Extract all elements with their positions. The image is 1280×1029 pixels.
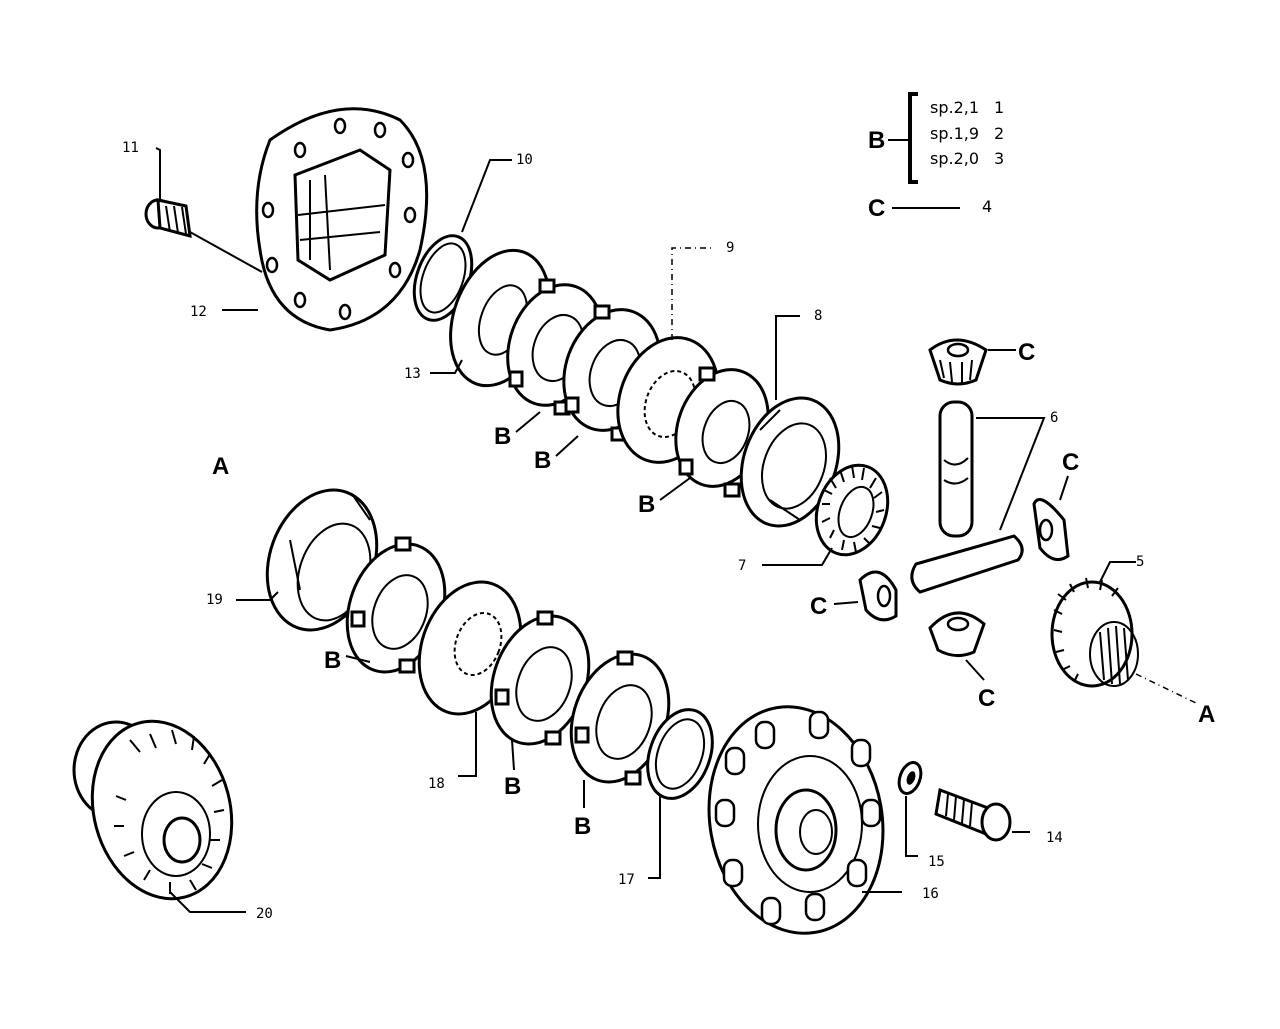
part-17-washer (646, 708, 714, 800)
part-6-cross-pins (910, 400, 1024, 594)
pinion-gear-top (928, 338, 988, 386)
legend: B sp.2,1 1 sp.1,9 2 sp.2,0 3 C 4 (868, 92, 1004, 222)
callout-15: 15 (928, 854, 945, 870)
callout-6: 6 (1050, 410, 1058, 426)
callout-18: 18 (428, 776, 445, 792)
a-label-left: A (212, 453, 229, 480)
pinion-gear-mid (858, 570, 898, 622)
legend-spec-2: sp.1,9 (930, 124, 979, 143)
legend-num-2: 2 (994, 124, 1004, 143)
b-label-2: B (534, 447, 551, 474)
lower-clutch-disc-3 (569, 650, 671, 786)
pinion-gear-bottom (928, 611, 986, 657)
part-5-bearing-gear (1050, 577, 1139, 688)
b-label-6: B (574, 813, 591, 840)
callout-9: 9 (726, 240, 734, 256)
part-7-side-gear (814, 463, 890, 557)
part-8-pressure-ring (739, 396, 841, 528)
callout-10: 10 (516, 152, 533, 168)
callout-13: 13 (404, 366, 421, 382)
part-12-flange-cover (255, 107, 429, 332)
callout-11: 11 (122, 140, 139, 156)
lower-clutch-disc-2 (489, 610, 591, 746)
part-16-differential-housing (707, 705, 885, 935)
callout-12: 12 (190, 304, 207, 320)
c-label-2: C (1062, 449, 1079, 476)
b-label-3: B (638, 491, 655, 518)
c-label-1: C (1018, 339, 1035, 366)
legend-spec-1: sp.2,1 (930, 98, 979, 117)
part-11-bolt (144, 198, 192, 239)
legend-num-3: 3 (994, 149, 1004, 168)
lower-clutch-disc-1 (345, 536, 447, 674)
part-15-small-washer (897, 761, 923, 795)
pinion-gear-right (1032, 498, 1070, 562)
callout-5: 5 (1136, 554, 1144, 570)
callout-19: 19 (206, 592, 223, 608)
callout-7: 7 (738, 558, 746, 574)
legend-num-1: 1 (994, 98, 1004, 117)
b-label-5: B (504, 773, 521, 800)
callout-20: 20 (256, 906, 273, 922)
legend-c-num: 4 (982, 197, 992, 216)
legend-c-letter: C (868, 195, 885, 222)
a-label-right: A (1198, 701, 1215, 728)
part-20-assembled-housing (72, 719, 234, 901)
callout-16: 16 (922, 886, 939, 902)
b-label-1: B (494, 423, 511, 450)
b-label-4: B (324, 647, 341, 674)
callout-14: 14 (1046, 830, 1063, 846)
c-label-4: C (978, 685, 995, 712)
callout-17: 17 (618, 872, 635, 888)
callout-8: 8 (814, 308, 822, 324)
c-label-3: C (810, 593, 827, 620)
legend-b-letter: B (868, 127, 885, 154)
legend-spec-3: sp.2,0 (930, 149, 979, 168)
part-14-bolt (934, 787, 1012, 842)
